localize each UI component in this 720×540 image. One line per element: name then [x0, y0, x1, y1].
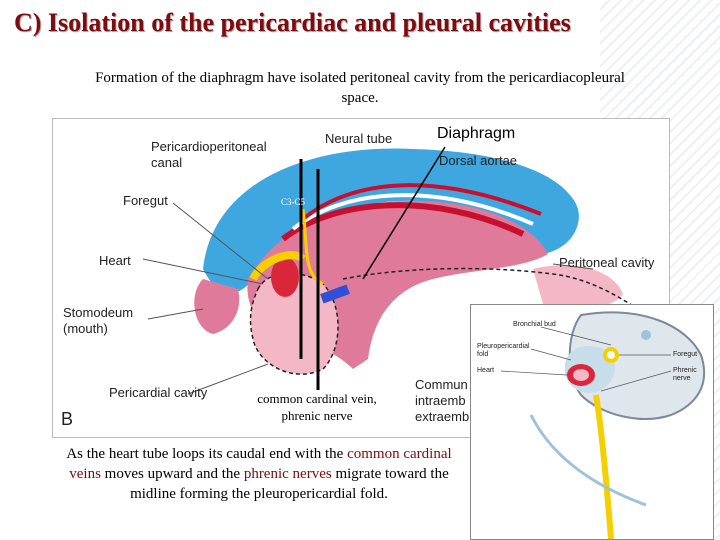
term-phrenic-nerves: phrenic nerves: [243, 466, 332, 482]
panel-letter: B: [61, 409, 74, 429]
label-commun-1: Commun: [415, 377, 468, 392]
label-pericardioperitoneal-2: canal: [151, 155, 183, 170]
leader-heart: [142, 258, 264, 285]
leader-peritoneal: [552, 263, 594, 270]
label-phrenic-2: nerve: [673, 375, 691, 382]
embryo-section-drawing: [142, 146, 654, 419]
leader-foregut: [172, 202, 269, 280]
transverse-section-figure: Bronchial bud Pleuropericardial fold Hea…: [470, 304, 714, 540]
neural-stripe: [291, 193, 534, 231]
pleura-curve-b: [529, 414, 647, 507]
diaphragm-annotation: Diaphragm: [437, 125, 516, 142]
leader-pericardial: [187, 363, 269, 395]
leader-phrenic-b: [600, 370, 672, 392]
cardinal-annotation-line2: phrenic nerve: [281, 408, 353, 423]
cardinal-vein-shape: [320, 284, 350, 304]
heart-inner-b: [573, 369, 589, 381]
label-stomodeum-2: (mouth): [63, 321, 108, 336]
label-pleuropericardial-1: Pleuropericardial: [477, 343, 530, 350]
label-stomodeum-1: Stomodeum: [63, 305, 134, 320]
slide-title: C) Isolation of the pericardiac and pleu…: [14, 8, 571, 37]
leader-fold-b: [530, 348, 572, 361]
label-peritoneal-cavity: Peritoneal cavity: [559, 255, 655, 270]
label-commun-2: intraemb: [415, 393, 466, 408]
label-commun-3: extraemb: [415, 409, 470, 424]
bottom-explanation: As the heart tube loops its caudal end w…: [52, 444, 466, 504]
label-bronchial-bud: Bronchial bud: [513, 321, 556, 328]
slide-subtitle: Formation of the diaphragm have isolated…: [95, 70, 625, 106]
label-heart: Heart: [99, 253, 131, 268]
label-foregut-b: Foregut: [673, 351, 698, 358]
term-common-cardinal-veins: common cardinal veins: [69, 446, 452, 482]
peritoneal-cavity-shape: [533, 265, 623, 310]
label-heart-b: Heart: [477, 367, 495, 374]
leader-heart-b: [500, 370, 568, 376]
embryo-section-figure: Pericardioperitoneal canal Neural tube D…: [52, 118, 670, 438]
heart-shape: [271, 257, 299, 297]
bottom-text-part1: As the heart tube loops its caudal end w…: [66, 446, 348, 462]
bottom-text-part2: moves upward and the: [100, 466, 244, 482]
leader-bronchial-b: [540, 326, 612, 346]
cardinal-annotation-line1: common cardinal vein,: [257, 391, 377, 406]
label-pleuropericardial-2: fold: [477, 351, 489, 358]
intraembryonic-cavity-dash: [342, 267, 654, 320]
stomodeum-shape: [194, 279, 240, 334]
cardinal-annotation: common cardinal vein, phrenic nerve: [242, 390, 392, 424]
label-pericardioperitoneal-1: Pericardioperitoneal: [151, 139, 267, 154]
pericardial-cavity-shape: [249, 272, 339, 375]
neural-stripe-2: [301, 183, 542, 221]
bottom-text-part3: migrate toward the midline forming the p…: [130, 466, 449, 502]
transverse-section-drawing: [500, 311, 706, 539]
bronchial-bud-b: [641, 330, 651, 340]
foregut-inner-b: [607, 351, 615, 359]
label-dorsal-aortae: Dorsal aortae: [439, 153, 518, 168]
mesoderm-layer: [203, 148, 579, 293]
label-pericardial-cavity: Pericardial cavity: [109, 385, 208, 400]
leader-stomodeum: [147, 308, 204, 320]
label-neural-tube: Neural tube: [325, 131, 393, 146]
c3-c5-annotation: C3-C5: [281, 197, 306, 207]
label-phrenic-1: Phrenic: [673, 367, 697, 374]
label-foregut: Foregut: [123, 193, 168, 208]
phrenic-nerve-b: [593, 394, 614, 539]
diaphragm-pointer-line: [362, 146, 446, 280]
